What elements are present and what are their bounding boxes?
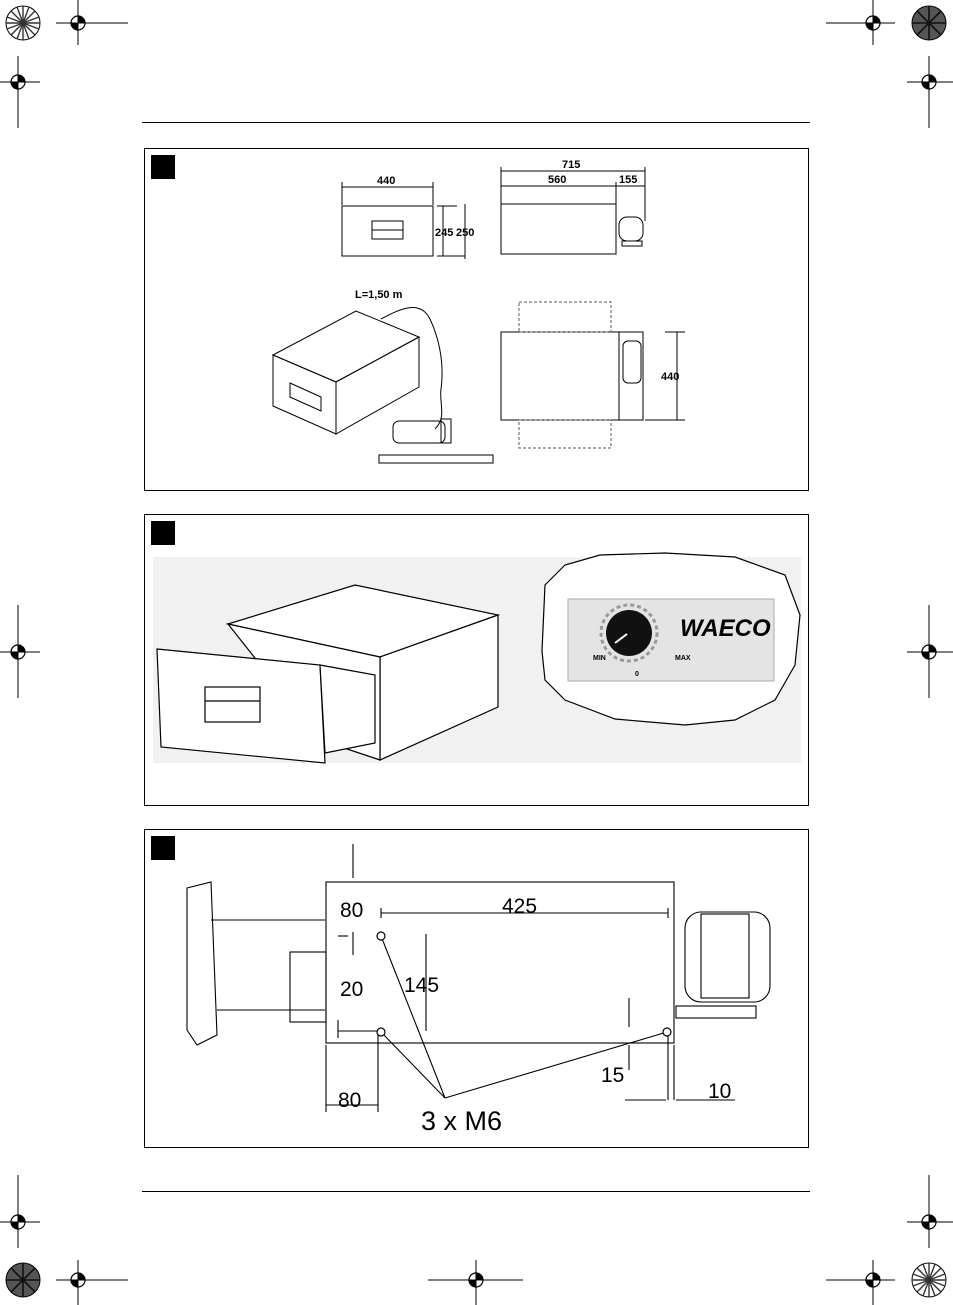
- front-height-inner-label: 245: [435, 227, 453, 239]
- figure-2-control-panel: WAECO MIN MAX 0: [144, 514, 809, 806]
- knob-off-label: 0: [635, 671, 639, 678]
- left-offset-label: 80: [338, 1089, 361, 1112]
- gap-label: 10: [708, 1080, 731, 1103]
- front-width-label: 440: [377, 175, 395, 187]
- side-compressor-label: 155: [619, 174, 637, 186]
- hole-span-label: 425: [502, 895, 537, 918]
- waeco-logo: WAECO: [680, 615, 771, 642]
- front-height-outer-label: 250: [456, 227, 474, 239]
- hole-vertical-label: 145: [404, 974, 439, 997]
- figure-3-mounting-holes: 80 425 145 20 80 15 10 3 x M6: [144, 829, 809, 1148]
- right-edge-label: 15: [601, 1064, 624, 1087]
- side-body-label: 560: [548, 174, 566, 186]
- knob-min-label: MIN: [593, 655, 606, 662]
- cable-length-label: L=1,50 m: [355, 289, 403, 301]
- top-offset-label: 80: [340, 899, 363, 922]
- drawer-open-drawing: WAECO MIN MAX 0: [145, 515, 808, 805]
- top-width-label: 440: [661, 371, 679, 383]
- mounting-template-drawing: 80 425 145 20 80 15 10 3 x M6: [145, 830, 808, 1147]
- footer-rule: [142, 1191, 810, 1192]
- screw-spec-label: 3 x M6: [421, 1106, 502, 1136]
- bottom-offset-label: 20: [340, 978, 363, 1001]
- drawer-dimension-drawings: 440 245 250 715 560 155 L=1,50 m 440: [145, 149, 808, 490]
- figure-1-dimensions: 440 245 250 715 560 155 L=1,50 m 440: [144, 148, 809, 491]
- side-total-label: 715: [562, 159, 580, 171]
- header-rule: [142, 122, 810, 123]
- knob-max-label: MAX: [675, 655, 691, 662]
